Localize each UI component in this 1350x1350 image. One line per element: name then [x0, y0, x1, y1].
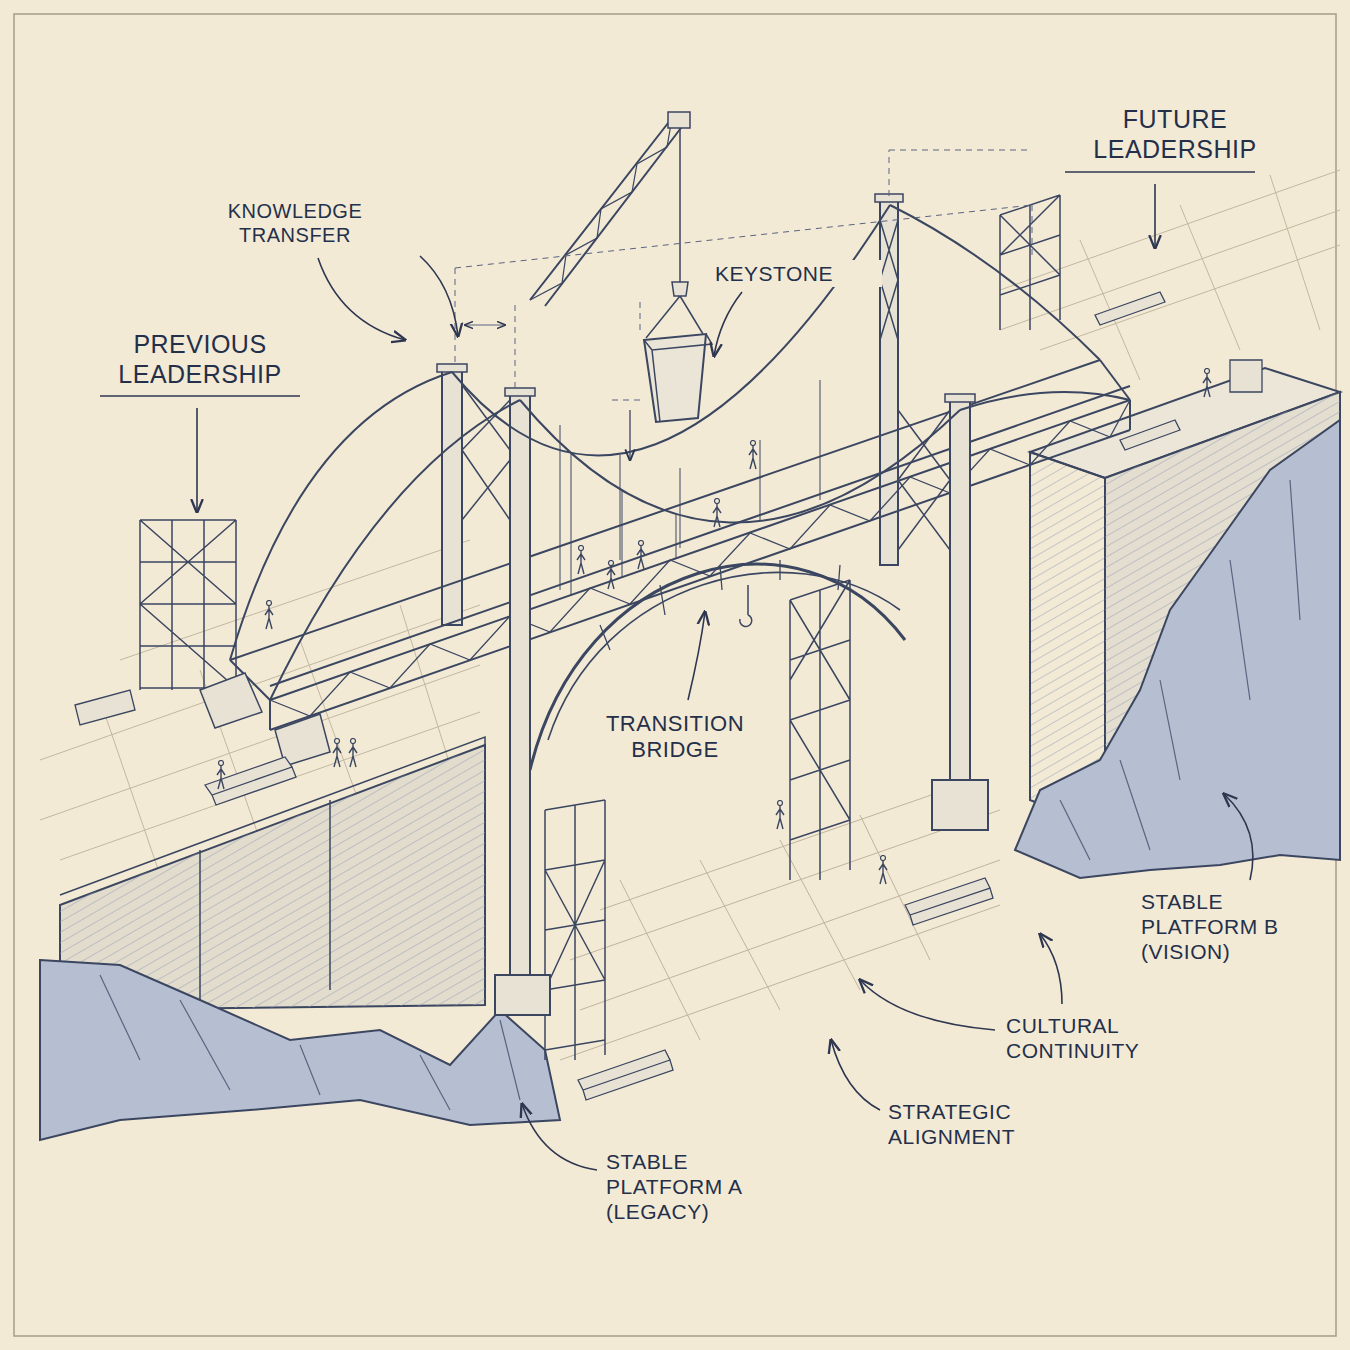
deck-truss [270, 400, 1130, 716]
leader-lines [100, 172, 1255, 1170]
tower [880, 200, 898, 565]
tower-base [495, 975, 550, 1015]
scaffold [140, 520, 236, 690]
worker [879, 856, 887, 885]
worker [217, 761, 225, 790]
crane-lattice [530, 118, 672, 300]
worker [577, 546, 585, 575]
leader-arrow [831, 1040, 880, 1110]
leader-arrow [1154, 184, 1156, 248]
lumber-pile [578, 1050, 673, 1100]
callout-label: KNOWLEDGE TRANSFER [205, 198, 385, 248]
left-rocks [40, 960, 560, 1140]
callout-label: STABLE PLATFORM B (VISION) [1138, 888, 1308, 966]
leader-arrow [1224, 794, 1253, 880]
callout-label: STABLE PLATFORM A (LEGACY) [603, 1148, 768, 1226]
worker [713, 499, 721, 528]
construction-lines [455, 150, 1032, 400]
leader-arrow [714, 292, 742, 356]
rock-cracks [1060, 480, 1300, 860]
lumber-pile [1095, 292, 1262, 450]
scaffold [545, 800, 605, 1060]
leader-arrow [522, 1104, 597, 1170]
worker [776, 801, 784, 830]
crane-hook [672, 282, 688, 296]
placement-arrow [629, 410, 630, 460]
worker [333, 739, 341, 768]
worker [265, 601, 273, 630]
scaffold [790, 580, 850, 880]
heading-underline [100, 395, 300, 397]
rock-cracks [100, 975, 520, 1110]
leader-arrow [318, 258, 405, 340]
leader-arrow [688, 612, 705, 700]
crane-boom [530, 118, 684, 306]
callout-label: TRANSITION BRIDGE [590, 710, 760, 765]
heading-underline [1065, 171, 1255, 173]
ground-grid [1000, 170, 1340, 380]
worker [749, 441, 757, 470]
keystone-edge [644, 334, 712, 422]
lumber-pile [905, 878, 993, 925]
lumber-pile [75, 690, 296, 805]
abutment-block [200, 673, 262, 728]
worker [349, 739, 357, 768]
dimension-mark [465, 325, 505, 326]
scaffold [1000, 195, 1060, 330]
crane-head [668, 112, 690, 128]
crane-cable [646, 128, 703, 338]
leader-arrow [860, 980, 995, 1030]
tower [950, 400, 970, 790]
tower-bracing [462, 220, 950, 550]
worker [637, 541, 645, 570]
bridge-arch [530, 564, 905, 770]
hanging-hook [740, 585, 752, 627]
tower [510, 395, 530, 985]
callout-label: KEYSTONE [712, 260, 882, 287]
callout-label: STRATEGIC ALIGNMENT [885, 1098, 1055, 1150]
tower-caps [437, 194, 975, 402]
worker [1203, 369, 1211, 398]
tower-base [932, 780, 988, 830]
worker [607, 561, 615, 590]
callout-label: PREVIOUS LEADERSHIP [95, 328, 305, 390]
callout-label: FUTURE LEADERSHIP [1075, 103, 1275, 165]
leader-arrow [420, 256, 458, 336]
leader-arrow [196, 408, 198, 512]
leader-arrow [1040, 934, 1062, 1004]
callout-label: CULTURAL CONTINUITY [1003, 1012, 1173, 1064]
right-rocks [1015, 420, 1340, 878]
